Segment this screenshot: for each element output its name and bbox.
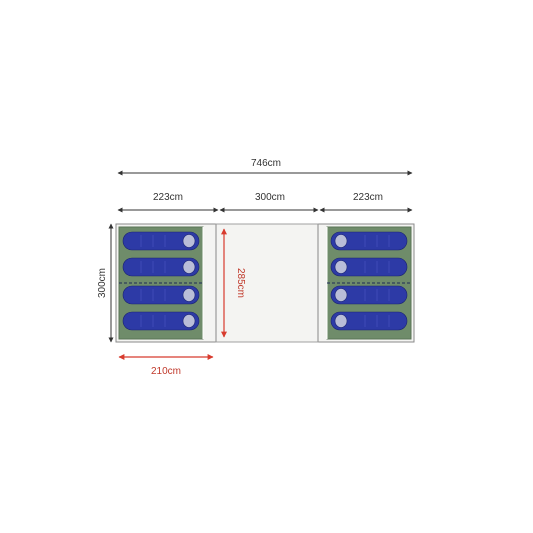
living-area-floor xyxy=(215,223,319,343)
sleeping-bag-left-3 xyxy=(122,285,200,305)
living-width-label: 300cm xyxy=(255,192,285,203)
sleeping-bag-right-1 xyxy=(330,231,408,251)
sleeping-bag-right-4 xyxy=(330,311,408,331)
inner-depth-dimension: 285cm xyxy=(221,228,246,338)
left-bedroom-width-label: 223cm xyxy=(153,192,183,203)
bedroom-inner-width-label: 210cm xyxy=(151,366,181,377)
right-bedroom xyxy=(326,226,412,340)
tent-body xyxy=(115,223,415,343)
sleeping-bag-left-1 xyxy=(122,231,200,251)
segment-widths-dimension: 223cm 300cm 223cm xyxy=(117,192,413,213)
bedroom-inner-width-dimension: 210cm xyxy=(118,354,214,377)
sleeping-bag-right-2 xyxy=(330,257,408,277)
overall-width-dimension: 746cm xyxy=(117,158,413,176)
right-sleeping-bags xyxy=(330,231,408,331)
left-bedroom xyxy=(118,226,204,340)
overall-width-label: 746cm xyxy=(251,158,281,169)
living-area xyxy=(215,223,319,343)
depth-label: 300cm xyxy=(97,268,108,298)
sleeping-bag-right-3 xyxy=(330,285,408,305)
depth-dimension: 300cm xyxy=(97,223,114,343)
left-sleeping-bags xyxy=(122,231,200,331)
right-bedroom-width-label: 223cm xyxy=(353,192,383,203)
sleeping-bag-left-2 xyxy=(122,257,200,277)
inner-depth-label: 285cm xyxy=(235,268,246,298)
sleeping-bag-left-4 xyxy=(122,311,200,331)
